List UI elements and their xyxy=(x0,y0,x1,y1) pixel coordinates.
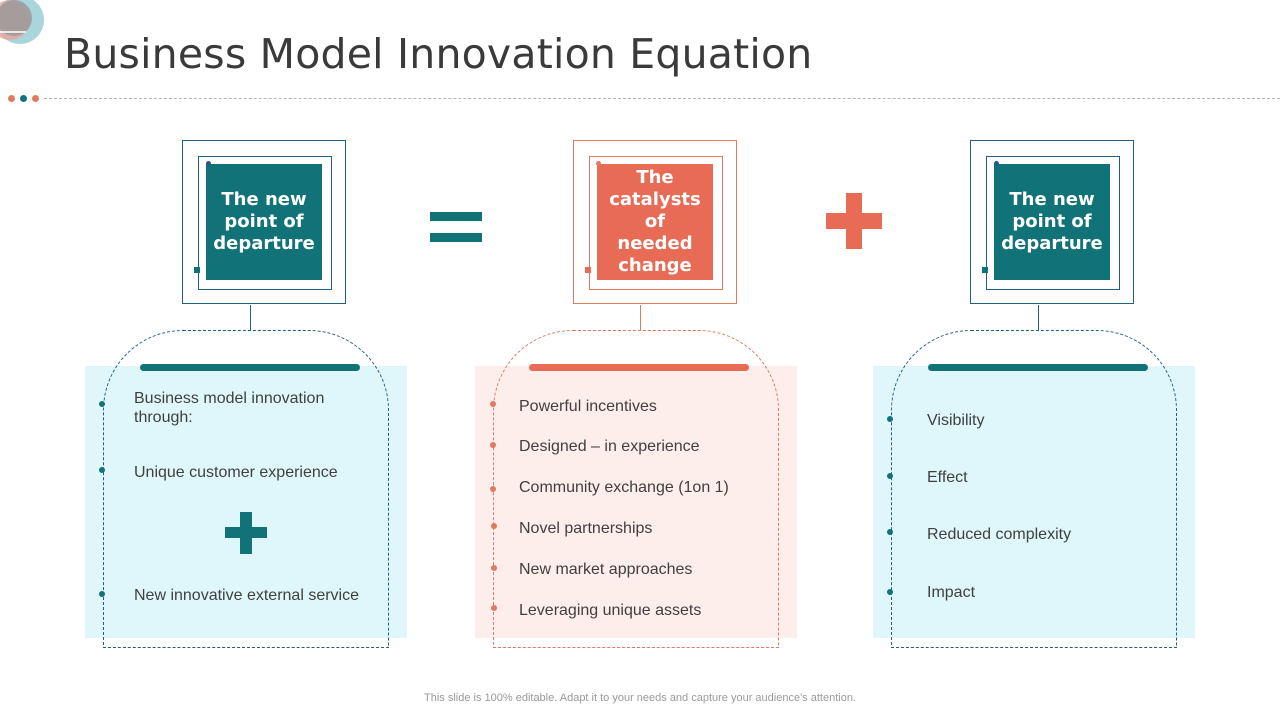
tile-right-outer-frame xyxy=(970,140,1134,304)
tile-left-label: The new point of departure xyxy=(206,164,322,280)
bullet-dot xyxy=(99,591,105,597)
list-item: through: xyxy=(134,409,193,426)
header-divider xyxy=(44,98,1280,99)
bullet-dot xyxy=(99,401,105,407)
list-item: Novel partnerships xyxy=(519,520,653,537)
tile-center-label: The catalysts of needed change xyxy=(597,164,713,280)
list-item: Designed – in experience xyxy=(519,438,700,455)
bullet-dot xyxy=(490,401,496,407)
list-item: Leveraging unique assets xyxy=(519,602,702,619)
tile-right-inner-frame xyxy=(986,156,1120,290)
list-item: Unique customer experience xyxy=(134,464,338,481)
list-item: Business model innovation xyxy=(134,390,325,407)
bullet-dot xyxy=(490,442,496,448)
panel-right-outline xyxy=(891,330,1177,648)
bullet-dot xyxy=(491,523,497,529)
list-item: Powerful incentives xyxy=(519,398,657,415)
tile-center-dot xyxy=(596,161,601,166)
list-item: New innovative external service xyxy=(134,587,359,604)
header-dot-orange-2 xyxy=(32,95,39,102)
tile-left-inner-frame xyxy=(198,156,332,290)
list-item: Visibility xyxy=(927,412,985,429)
bullet-dot xyxy=(491,605,497,611)
tile-left-square xyxy=(194,267,200,273)
tile-right-dot xyxy=(994,161,999,166)
tile-right-label: The new point of departure xyxy=(994,164,1110,280)
tile-left-dot xyxy=(206,161,211,166)
list-item: Impact xyxy=(927,584,976,601)
list-item: Effect xyxy=(927,469,968,486)
bullet-dot xyxy=(887,589,893,595)
stem-center xyxy=(640,305,641,330)
panel-right-header-bar xyxy=(928,364,1148,371)
panel-left-outline xyxy=(103,330,389,648)
tile-center-square xyxy=(585,267,591,273)
bullet-dot xyxy=(887,529,893,535)
footer-note: This slide is 100% editable. Adapt it to… xyxy=(424,692,856,704)
bullet-dot xyxy=(491,565,497,571)
stem-left xyxy=(250,305,251,330)
panel-center-header-bar xyxy=(529,364,749,371)
list-item: Reduced complexity xyxy=(927,526,1072,543)
list-item: New market approaches xyxy=(519,561,693,578)
logo-icon xyxy=(0,0,44,44)
tile-right-square xyxy=(982,267,988,273)
page-title: Business Model Innovation Equation xyxy=(64,30,813,78)
header-dot-teal xyxy=(20,95,27,102)
bullet-dot xyxy=(99,467,105,473)
bullet-dot xyxy=(490,486,496,492)
header-dot-orange xyxy=(8,95,15,102)
bullet-dot xyxy=(887,416,893,422)
stem-right xyxy=(1038,305,1039,330)
tile-center-inner-frame xyxy=(589,156,723,290)
tile-center-outer-frame xyxy=(573,140,737,304)
list-item: Community exchange (1on 1) xyxy=(519,479,729,496)
tile-left-outer-frame xyxy=(182,140,346,304)
panel-left-header-bar xyxy=(140,364,360,371)
bullet-dot xyxy=(887,473,893,479)
